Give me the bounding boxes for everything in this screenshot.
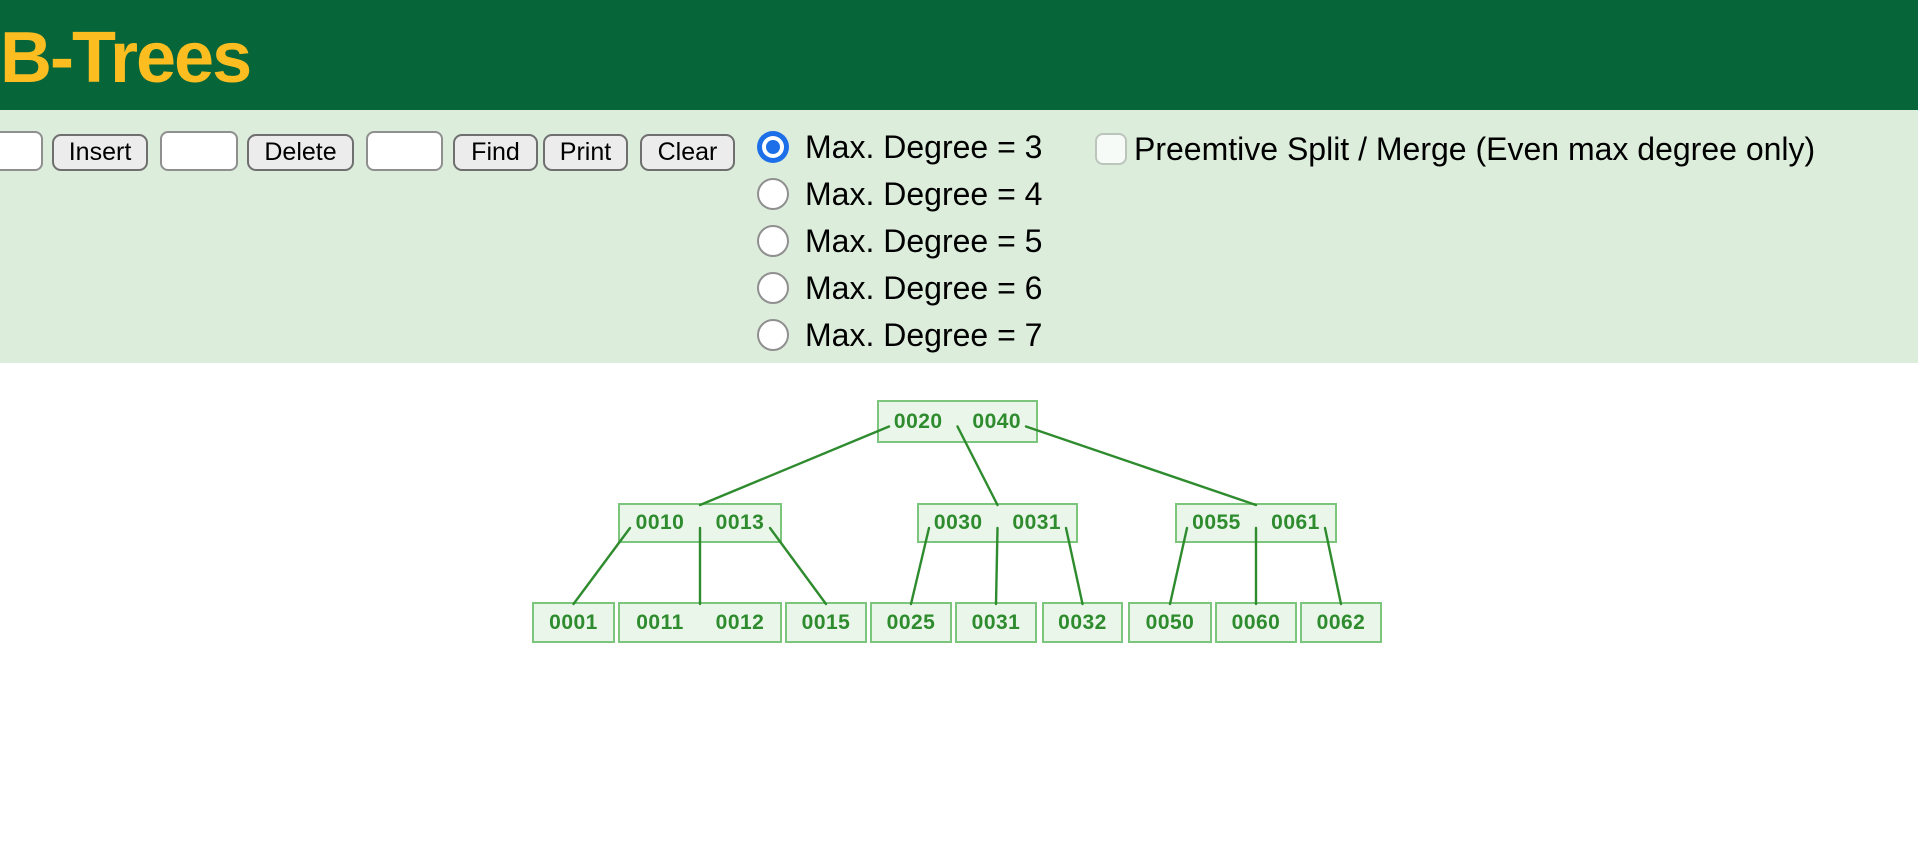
- max-degree-option-5: Max. Degree = 5: [757, 222, 1043, 259]
- preemptive-label: Preemtive Split / Merge (Even max degree…: [1134, 130, 1816, 167]
- max-degree-6-label: Max. Degree = 6: [805, 269, 1043, 306]
- max-degree-option-4: Max. Degree = 4: [757, 175, 1043, 212]
- node-key: 0010: [635, 511, 685, 534]
- max-degree-6-radio[interactable]: [757, 272, 789, 304]
- tree-node: 0020 0040: [877, 400, 1038, 443]
- max-degree-4-label: Max. Degree = 4: [805, 175, 1043, 212]
- max-degree-7-label: Max. Degree = 7: [805, 316, 1043, 353]
- page-title: B-Trees: [0, 18, 252, 98]
- tree-node: 0010 0013: [618, 503, 782, 543]
- max-degree-5-label: Max. Degree = 5: [805, 222, 1043, 259]
- max-degree-5-radio[interactable]: [757, 225, 789, 257]
- node-key: 0061: [1271, 511, 1320, 534]
- tree-node: 0025: [870, 602, 952, 643]
- node-key: 0030: [933, 511, 983, 534]
- node-key: 0001: [549, 610, 598, 634]
- tree-node: 0001: [532, 602, 615, 643]
- node-key: 0015: [801, 610, 851, 634]
- max-degree-7-radio[interactable]: [757, 319, 789, 351]
- max-degree-option-3: Max. Degree = 3: [757, 128, 1043, 165]
- max-degree-3-label: Max. Degree = 3: [805, 128, 1043, 165]
- node-key: 0011: [636, 610, 684, 634]
- tree-node: 0055 0061: [1175, 503, 1337, 543]
- insert-input[interactable]: [0, 131, 43, 171]
- insert-button[interactable]: Insert: [52, 134, 148, 171]
- tree-node: 0015: [785, 602, 867, 643]
- node-key: 0060: [1231, 610, 1281, 634]
- node-key: 0020: [893, 409, 943, 433]
- max-degree-option-6: Max. Degree = 6: [757, 269, 1043, 306]
- find-input[interactable]: [366, 131, 443, 171]
- tree-node: 0011 0012: [618, 602, 782, 643]
- tree-node: 0031: [955, 602, 1037, 643]
- node-key: 0012: [715, 610, 765, 634]
- tree-node: 0032: [1042, 602, 1123, 643]
- node-key: 0013: [715, 511, 765, 534]
- tree-node: 0060: [1215, 602, 1297, 643]
- tree-edge: [698, 425, 891, 507]
- node-key: 0031: [1012, 511, 1062, 534]
- preemptive-checkbox[interactable]: [1095, 133, 1127, 165]
- node-key: 0055: [1192, 511, 1241, 534]
- preemptive-option: Preemtive Split / Merge (Even max degree…: [1095, 130, 1816, 167]
- max-degree-option-7: Max. Degree = 7: [757, 316, 1043, 353]
- node-key: 0050: [1145, 610, 1195, 634]
- delete-input[interactable]: [160, 131, 238, 171]
- node-key: 0025: [886, 610, 936, 634]
- max-degree-3-radio[interactable]: [757, 131, 789, 163]
- tree-node: 0030 0031: [917, 503, 1078, 543]
- node-key: 0031: [971, 610, 1021, 634]
- find-button[interactable]: Find: [453, 134, 538, 171]
- node-key: 0040: [972, 409, 1022, 433]
- print-button[interactable]: Print: [543, 134, 628, 171]
- tree-node: 0062: [1300, 602, 1382, 643]
- tree-node: 0050: [1128, 602, 1212, 643]
- delete-button[interactable]: Delete: [247, 134, 354, 171]
- node-key: 0062: [1316, 610, 1366, 634]
- tree-edge: [1024, 425, 1258, 507]
- controls-bar: Insert Delete Find Print Clear Max. Degr…: [0, 110, 1918, 363]
- clear-button[interactable]: Clear: [640, 134, 735, 171]
- max-degree-4-radio[interactable]: [757, 178, 789, 210]
- node-key: 0032: [1058, 610, 1107, 634]
- app-header: B-Trees: [0, 0, 1918, 110]
